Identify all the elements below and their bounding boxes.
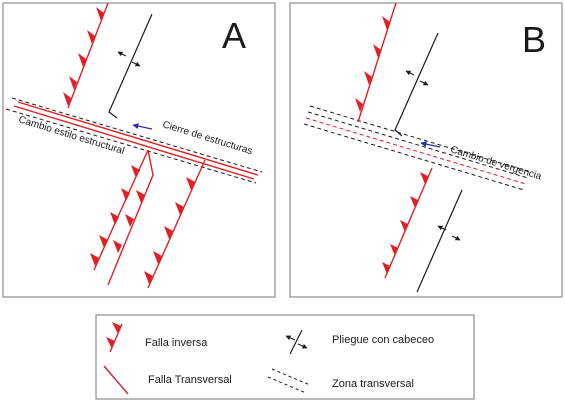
fold-axis <box>394 32 439 137</box>
legend-fold-arrow <box>297 343 308 349</box>
fold-plunge-arrow <box>405 70 415 76</box>
transverse-zone-line <box>11 97 263 173</box>
fault-tooth <box>110 212 119 225</box>
legend-zone-symbol <box>267 376 307 394</box>
fault-tooth <box>125 214 134 227</box>
fault-tooth <box>144 271 153 284</box>
reverse-fault <box>67 2 109 109</box>
legend-transverse-fault-symbol <box>103 365 129 395</box>
fault-tooth <box>90 253 99 266</box>
legend-zone-symbol <box>271 368 311 386</box>
transverse-zone-line <box>305 117 527 185</box>
fold-plunge-arrow <box>117 51 127 57</box>
fault-tooth <box>136 190 145 203</box>
fault-tooth <box>400 220 408 232</box>
fault-tooth <box>186 177 195 190</box>
label-closure: Cierre de estructuras <box>161 119 254 157</box>
fault-tooth <box>410 196 418 208</box>
reverse-fault <box>107 149 154 286</box>
fold-plunge-arrow <box>437 225 447 231</box>
legend-fold-axis-symbol <box>289 329 303 355</box>
transverse-zone-line <box>309 105 531 173</box>
fault-tooth <box>131 165 140 178</box>
legend-frame <box>95 314 475 400</box>
fault-tooth <box>390 244 398 256</box>
transverse-zone-line <box>307 111 529 179</box>
fault-tooth <box>121 188 130 201</box>
fault-tooth <box>364 71 372 85</box>
legend-fault-tooth <box>106 337 115 349</box>
reverse-fault <box>384 167 433 279</box>
fold-plunge-arrow <box>419 80 429 86</box>
reverse-fault <box>357 2 397 123</box>
fault-tooth <box>99 235 108 248</box>
legend-transverse-zone-label: Zona transversal <box>332 378 414 390</box>
legend-plunging-fold-label: Pliegue con cabeceo <box>332 334 434 346</box>
fault-tooth <box>382 262 390 274</box>
panel-a-frame <box>2 2 276 298</box>
fault-tooth <box>153 251 162 264</box>
legend-reverse-fault-label: Falla inversa <box>145 337 208 349</box>
transverse-fault <box>13 105 255 180</box>
legend-fault-tooth <box>112 322 121 334</box>
fold-axis <box>416 189 463 293</box>
fault-tooth <box>87 30 95 44</box>
fold-plunge-arrow <box>451 235 461 241</box>
fault-tooth <box>164 226 173 239</box>
panel-b-frame <box>289 2 563 298</box>
transverse-fault <box>17 101 259 176</box>
transverse-zone-line <box>5 108 257 184</box>
reverse-fault <box>147 159 206 289</box>
legend-transverse-fault-label: Falla Transversal <box>148 374 232 386</box>
fault-tooth <box>175 202 184 215</box>
fold-plunge-arrow <box>131 61 141 67</box>
fault-tooth <box>113 240 122 253</box>
fault-tooth <box>382 16 390 30</box>
fault-tooth <box>420 172 428 184</box>
fault-tooth <box>373 44 381 58</box>
transverse-zone-line <box>303 123 525 191</box>
label-vergence: Cambio de vergencia <box>449 144 543 182</box>
panel-a-letter: A <box>222 15 246 56</box>
fault-tooth <box>96 7 104 21</box>
panel-b-letter: B <box>522 19 546 60</box>
fold-axis <box>108 13 153 119</box>
motion-arrow <box>420 141 441 148</box>
fault-tooth <box>63 92 71 106</box>
motion-arrow <box>132 123 153 130</box>
fault-tooth <box>355 98 363 112</box>
fault-tooth <box>69 76 77 90</box>
fault-tooth <box>78 53 86 67</box>
legend-fold-arrow <box>285 335 296 341</box>
